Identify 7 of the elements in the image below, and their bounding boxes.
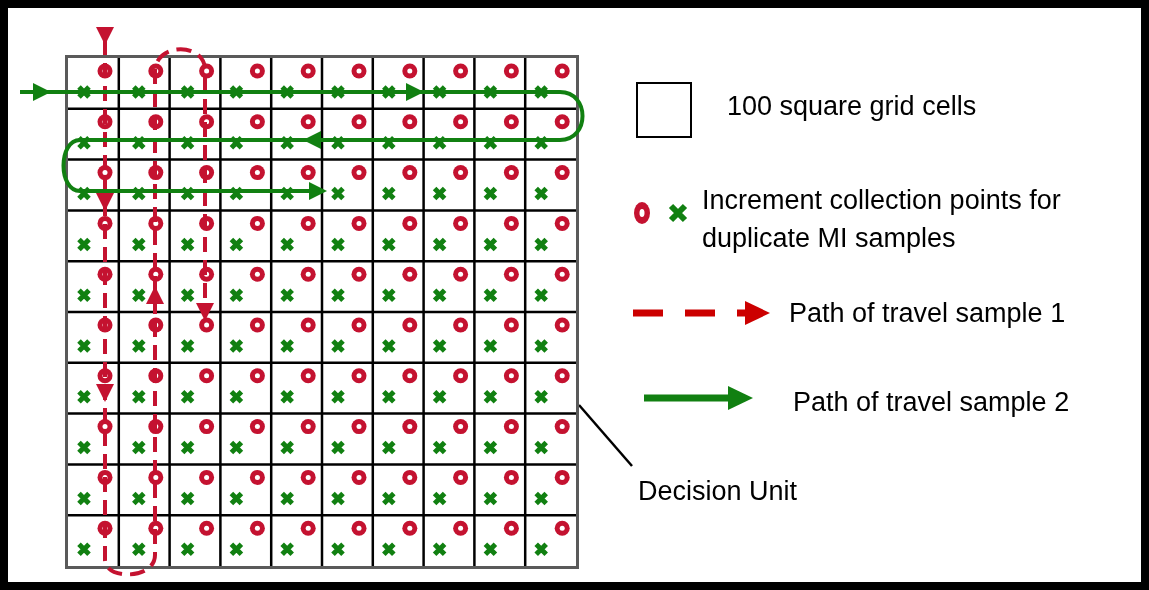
- leader-line: [578, 404, 633, 467]
- decision-unit-grid: [65, 55, 579, 569]
- legend-text: Path of travel sample 2: [793, 386, 1071, 419]
- legend-text: Increment collection points for duplicate MI samples: [702, 184, 1062, 255]
- legend-text: 100 square grid cells: [727, 90, 978, 123]
- legend-text: Path of travel sample 1: [789, 297, 1067, 330]
- label-text: Decision Unit: [638, 474, 838, 508]
